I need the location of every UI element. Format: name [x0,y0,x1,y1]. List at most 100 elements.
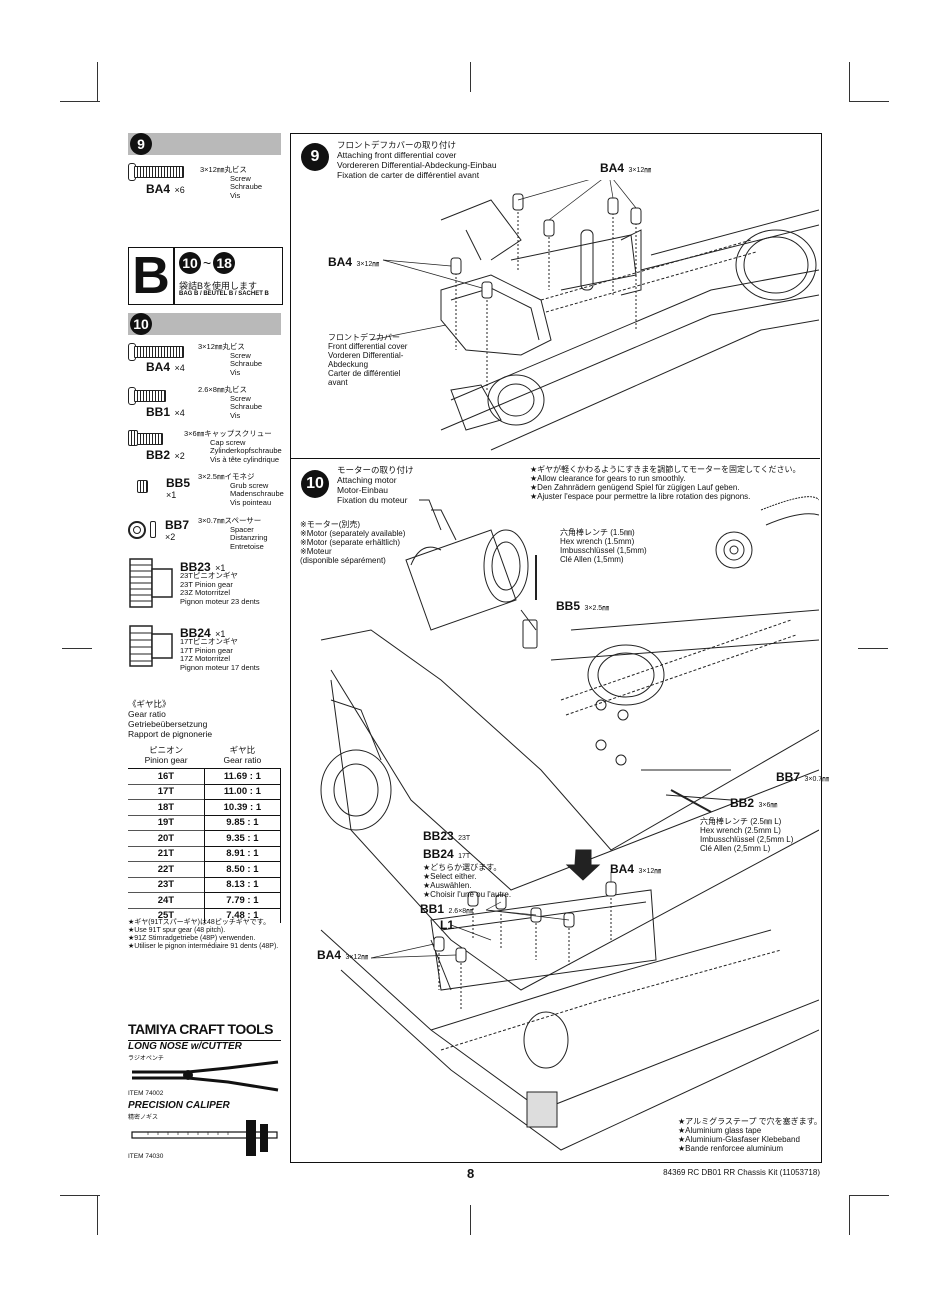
ratio-cell: 8.91 : 1 [203,845,282,862]
ba4-left-bottom-callout: BA4 3×12㎜ [317,948,369,962]
bb1-callout: BB1 2.6×8㎜ [420,902,474,916]
hex-wrench-large-callout: 六角棒レンチ (2.5㎜ L) Hex wrench (2.5mm L) Imb… [700,817,794,853]
part-bb2-label: BB2 ×2 [146,448,185,462]
crop-mark [849,101,889,102]
part-bb23-names: 23Tピニオンギヤ 23T Pinion gear 23Z Motorritze… [180,571,260,606]
bb2-callout: BB2 3×6㎜ [730,796,778,810]
part-bb5-label: BB5 ×1 [166,476,191,500]
bb7-callout: BB7 3×0.7㎜ [776,770,830,784]
crop-mark [849,1195,889,1196]
aluminium-tape-callout: ★アルミグラステープ で穴を塞ぎます。 ★Aluminium glass tap… [678,1117,822,1153]
front-diff-cover-callout: フロントデフカバー Front differential cover Vorde… [328,333,408,387]
step18-badge: 18 [213,252,236,274]
pinion-select-callout: BB23 23T BB24 17T ★どちらか選びます。 ★Select eit… [423,829,512,899]
screw-icon [134,166,184,178]
tool-caliper-jp: 精密ノギス [128,1115,159,1121]
bag-info-box: 10 ~ 18 袋詰Bを使用します BAG B / BEUTEL B / SAC… [174,247,283,305]
ba4-right-callout: BA4 3×12㎜ [610,862,662,876]
kit-reference: 84369 RC DB01 RR Chassis Kit (11053718) [663,1168,820,1177]
front-diff-cover-illustration [370,180,819,451]
step-divider [290,458,820,459]
crop-mark [470,1205,471,1235]
crop-mark [97,62,98,102]
bag-letter-box: B [128,247,174,305]
grub-screw-icon [137,480,148,493]
step10-notes: ★ギヤが軽くかわるようにすきまを調節してモーターを固定してください。 ★Allo… [530,465,801,501]
part-ba4-names: 3×12㎜丸ビス Screw Schraube Vis [200,165,263,200]
part-bb24-names: 17Tピニオンギヤ 17T Pinion gear 17Z Motorritze… [180,637,260,672]
bb5-callout: BB5 3×2.5㎜ [556,599,610,613]
tool-long-nose-name: LONG NOSE w/CUTTER [128,1041,242,1052]
pinion-23t-icon [129,558,173,608]
pinion-17t-icon [129,625,173,667]
pinion-cell: 18T [128,799,205,815]
part-bb23-label: BB23 ×1 [180,560,226,574]
part-ba4-x4-label: BA4 ×4 [146,360,185,374]
ratio-cell: 8.50 : 1 [203,861,282,877]
tool-long-nose-jp: ラジオペンチ [128,1056,164,1062]
screw-icon [134,390,166,402]
step10-title: モーターの取り付け Attaching motor Motor-Einbau F… [337,465,414,505]
crop-mark [60,1195,100,1196]
pinion-cell: 17T [128,783,205,800]
screw-icon [134,346,184,358]
pinion-cell: 25T [128,907,205,923]
crop-mark [97,1195,98,1235]
motor-installation-illustration [320,496,819,1151]
part-ba4-x4-names: 3×12㎜丸ビス Screw Schraube Vis [198,342,263,377]
caliper-icon [131,1120,278,1156]
pinion-cell: 24T [128,892,205,908]
step9-title: フロントデフカバーの取り付け Attaching front different… [337,140,497,180]
part-bb1-label: BB1 ×4 [146,405,185,419]
step9-header-bar [128,133,281,155]
step9-ba4-top-label: BA4 3×12㎜ [600,161,652,175]
tool-caliper-item: ITEM 74030 [128,1153,164,1160]
hex-wrench-small-callout: 六角棒レンチ (1.5㎜) Hex wrench (1.5mm) Imbussc… [560,528,647,564]
spacer-side-icon [150,521,156,538]
ratio-cell: 7.79 : 1 [203,892,282,908]
craft-tools-brand: TAMIYA CRAFT TOOLS [128,1021,274,1037]
crop-mark [849,1195,850,1235]
ratio-cell: 8.13 : 1 [203,876,282,893]
pinion-cell: 23T [128,876,205,893]
part-bb24-label: BB24 ×1 [180,626,226,640]
step10-header-bar [128,313,281,335]
tool-caliper-name: PRECISION CALIPER [128,1100,230,1111]
crop-mark [62,648,92,649]
step10-number: 10 [130,313,152,335]
pinion-cell: 20T [128,830,205,846]
step9-ba4-left-label: BA4 3×12㎜ [328,255,380,269]
ratio-cell: 9.85 : 1 [203,814,282,831]
spacer-icon [128,521,146,539]
pinion-cell: 22T [128,861,205,877]
crop-mark [60,101,100,102]
instruction-frame [290,133,822,1163]
gear-ratio-title: 《ギヤ比》 Gear ratio Getriebeübersetzung Rap… [128,699,213,739]
crop-mark [470,62,471,92]
part-bb5-names: 3×2.5㎜イモネジ Grub screw Madenschraube Vis … [198,472,284,507]
part-bb7-names: 3×0.7㎜スペーサー Spacer Distanzring Entretois… [198,516,268,551]
ratio-cell: 7.48 : 1 [203,907,282,923]
ratio-cell: 11.00 : 1 [203,783,282,800]
step9-number: 9 [130,133,152,155]
pinion-cell: 21T [128,845,205,862]
ratio-cell: 11.69 : 1 [203,768,282,784]
pinion-cell: 16T [128,768,205,784]
part-bb1-names: 2.6×8㎜丸ビス Screw Schraube Vis [198,385,263,420]
tools-divider [128,1040,281,1041]
ratio-cell: 10.39 : 1 [203,799,282,815]
crop-mark [858,648,888,649]
tool-long-nose-item: ITEM 74002 [128,1090,164,1097]
pinion-cell: 19T [128,814,205,831]
part-ba4-label: BA4 ×6 [146,182,185,196]
